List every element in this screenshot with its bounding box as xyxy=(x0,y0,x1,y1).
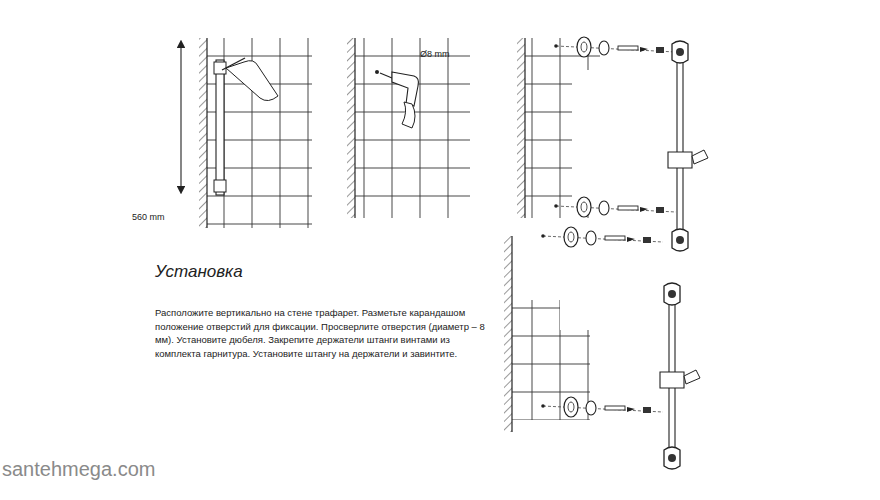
template-panel xyxy=(181,38,312,228)
mounting-bottom-panel xyxy=(504,227,700,469)
mounting-top-panel xyxy=(517,37,708,251)
dimension-label: Ø8 mm xyxy=(420,49,450,59)
watermark: santehmega.com xyxy=(2,458,155,481)
section-title: Установка xyxy=(155,262,243,282)
instruction-text: Расположите вертикально на стене трафаре… xyxy=(155,306,485,360)
drilling-panel xyxy=(347,38,470,218)
dimension-label: 560 mm xyxy=(132,212,165,222)
